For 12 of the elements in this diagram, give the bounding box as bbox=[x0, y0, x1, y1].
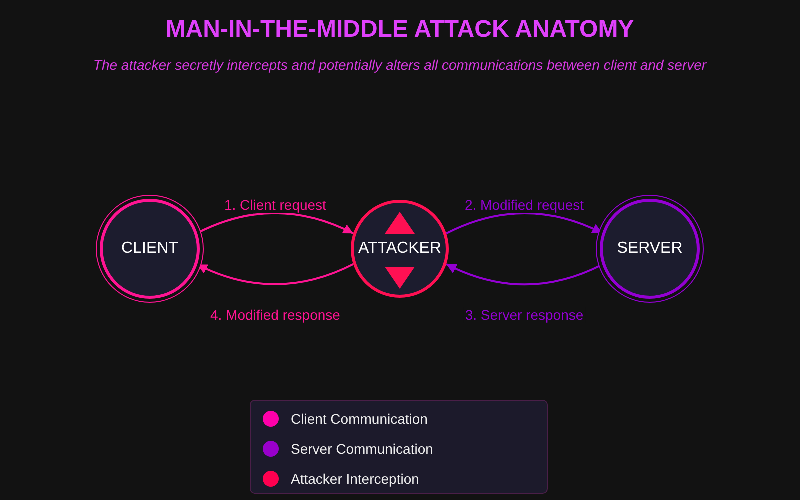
edge-label: 1. Client request bbox=[222, 197, 328, 213]
diagram-subtitle: The attacker secretly intercepts and potentially alters all communications between client and server bbox=[92, 57, 708, 73]
edge-label: 2. Modified request bbox=[462, 197, 586, 213]
node-label: SERVER bbox=[617, 240, 683, 258]
node-label: CLIENT bbox=[122, 240, 178, 258]
diagram-title: MAN-IN-THE-MIDDLE ATTACK ANATOMY bbox=[164, 16, 636, 44]
edge-label: 4. Modified response bbox=[208, 307, 342, 323]
legend-label: Attacker Interception bbox=[291, 471, 420, 487]
edge-label: 3. Server response bbox=[463, 307, 586, 323]
legend-label: Server Communication bbox=[291, 441, 434, 457]
node-label: ATTACKER bbox=[358, 240, 442, 258]
legend-label: Client Communication bbox=[291, 411, 428, 427]
